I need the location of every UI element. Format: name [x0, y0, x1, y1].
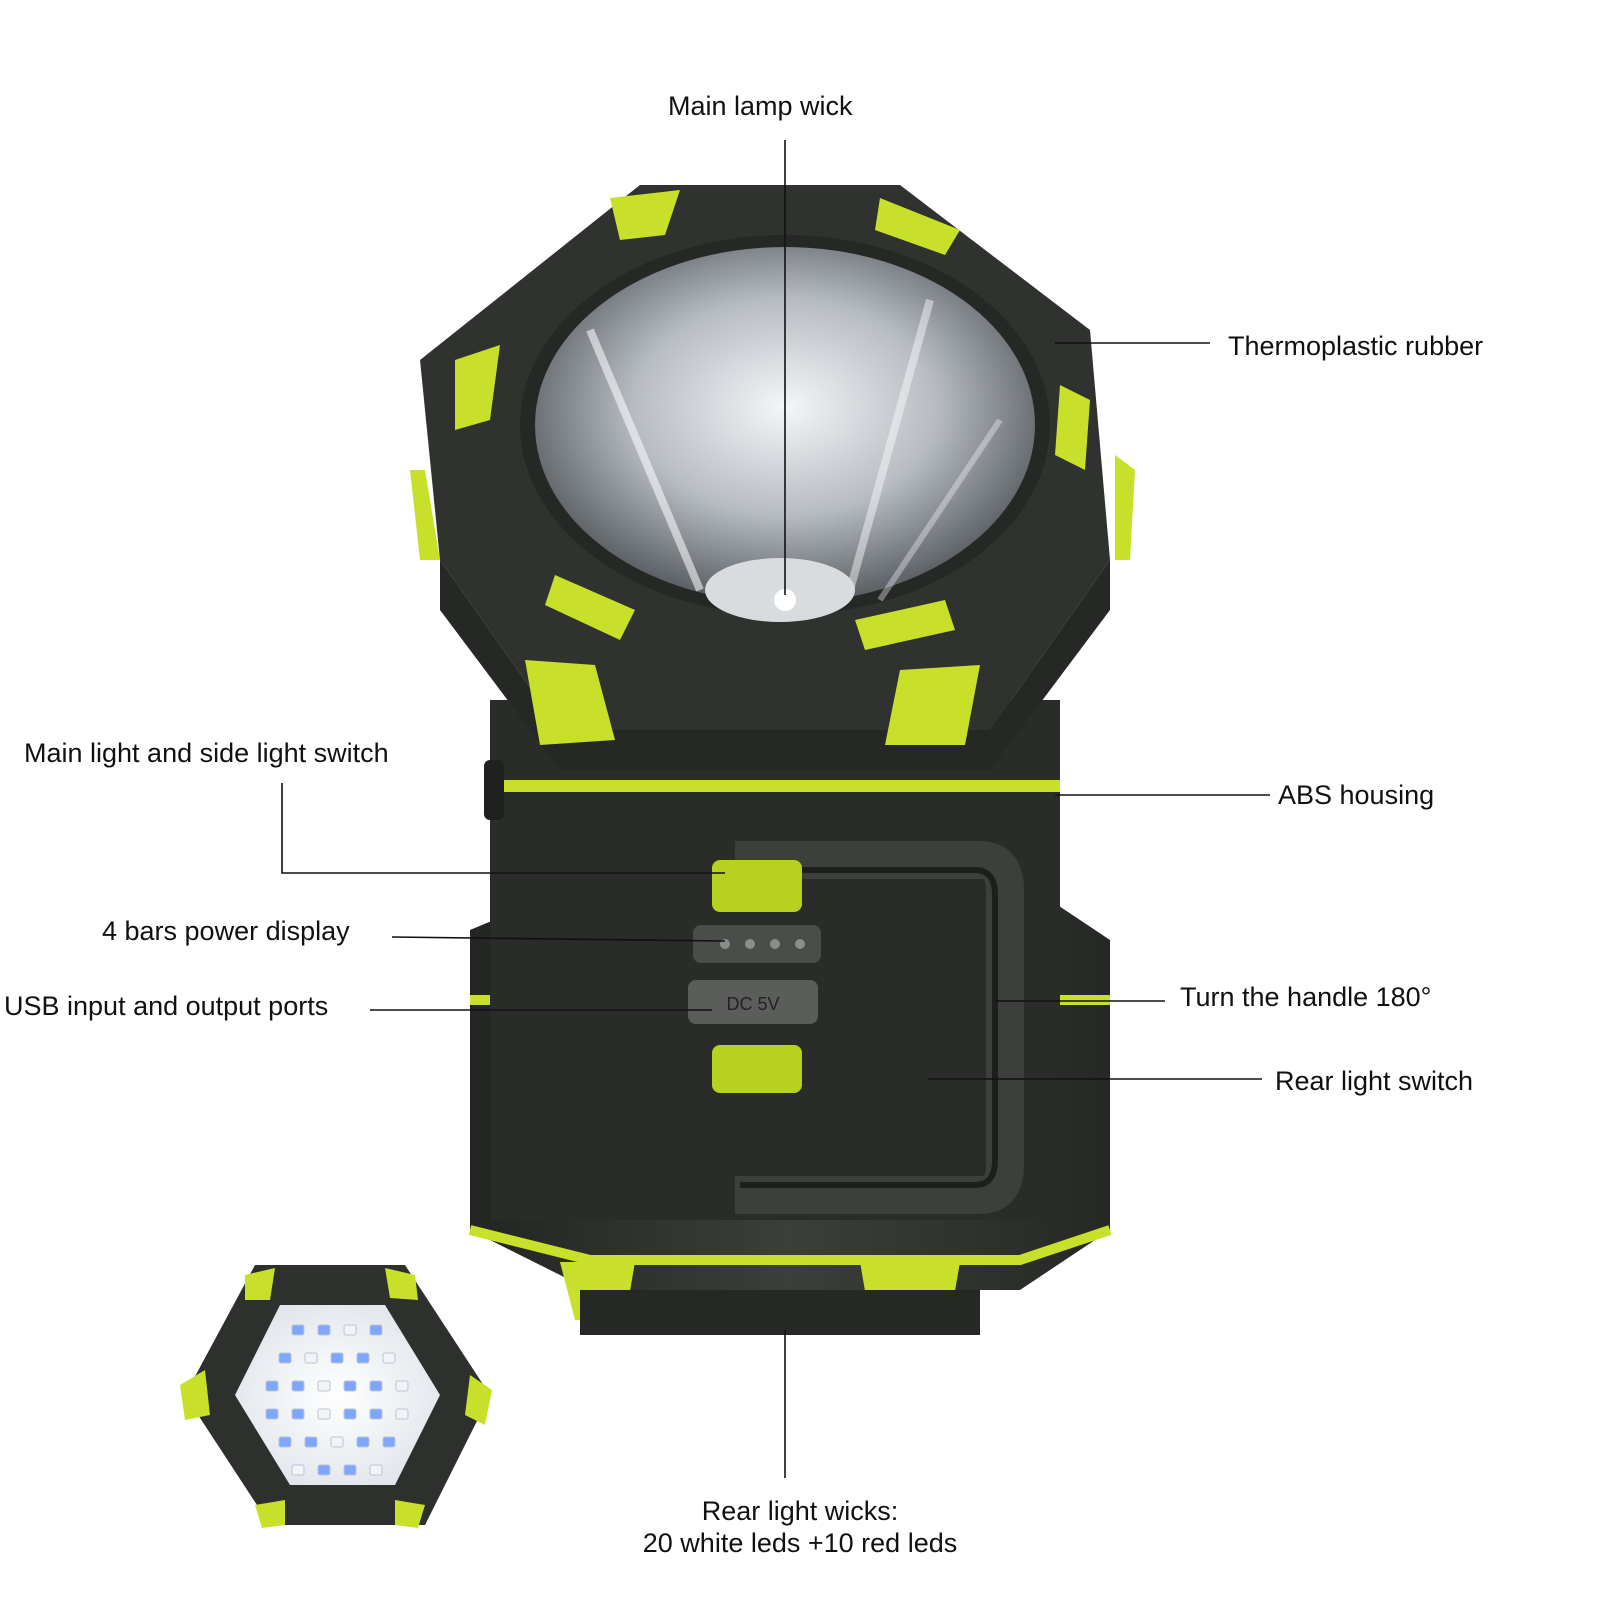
white-led: [343, 1380, 357, 1392]
red-led: [330, 1436, 344, 1448]
label-rear-switch: Rear light switch: [1275, 1066, 1474, 1096]
white-led: [291, 1380, 305, 1392]
label-rear-wicks-line2: 20 white leds +10 red leds: [642, 1528, 958, 1558]
white-led: [330, 1352, 344, 1364]
label-thermoplastic-rubber: Thermoplastic rubber: [1228, 331, 1484, 361]
label-main-side-switch: Main light and side light switch: [24, 738, 389, 768]
white-led: [369, 1408, 383, 1420]
label-rear-wicks-line1: Rear light wicks:: [701, 1496, 899, 1526]
white-led: [278, 1436, 292, 1448]
red-led: [395, 1408, 409, 1420]
red-led: [291, 1464, 305, 1476]
white-led: [343, 1464, 357, 1476]
side-controls: DC 5V: [484, 760, 821, 1093]
red-led: [304, 1352, 318, 1364]
red-led: [317, 1380, 331, 1392]
red-led: [382, 1352, 396, 1364]
white-led: [291, 1324, 305, 1336]
label-abs-housing: ABS housing: [1278, 780, 1435, 810]
label-power-display: 4 bars power display: [102, 916, 350, 946]
label-usb-ports: USB input and output ports: [4, 991, 329, 1021]
red-led: [395, 1380, 409, 1392]
leader-lines: [281, 140, 1270, 1478]
white-led: [369, 1324, 383, 1336]
white-led: [356, 1352, 370, 1364]
white-led: [278, 1352, 292, 1364]
red-led: [369, 1464, 383, 1476]
label-main-lamp-wick: Main lamp wick: [668, 91, 853, 121]
label-turn-handle: Turn the handle 180°: [1180, 982, 1432, 1012]
handle: [735, 841, 1024, 1214]
port-marking-text: DC 5V: [726, 994, 779, 1014]
white-led: [291, 1408, 305, 1420]
red-led: [317, 1408, 331, 1420]
usb-port-cover: [688, 980, 818, 1024]
red-led: [343, 1324, 357, 1336]
white-led: [369, 1380, 383, 1392]
white-led: [265, 1380, 279, 1392]
label-rear-wicks: Rear light wicks: 20 white leds +10 red …: [620, 1495, 980, 1559]
white-led: [343, 1408, 357, 1420]
rear-led-grid: [265, 1324, 409, 1476]
main-light-switch: [712, 860, 802, 912]
rear-light-inset: [180, 1265, 492, 1528]
leader-main-side-switch: [281, 783, 725, 874]
rear-light-switch: [712, 1045, 802, 1093]
white-led: [265, 1408, 279, 1420]
white-led: [356, 1436, 370, 1448]
main-lamp-led: [774, 589, 796, 611]
white-led: [382, 1436, 396, 1448]
white-led: [317, 1324, 331, 1336]
power-display-panel: [693, 925, 821, 963]
leader-power-display: [391, 936, 726, 942]
white-led: [317, 1464, 331, 1476]
white-led: [304, 1436, 318, 1448]
